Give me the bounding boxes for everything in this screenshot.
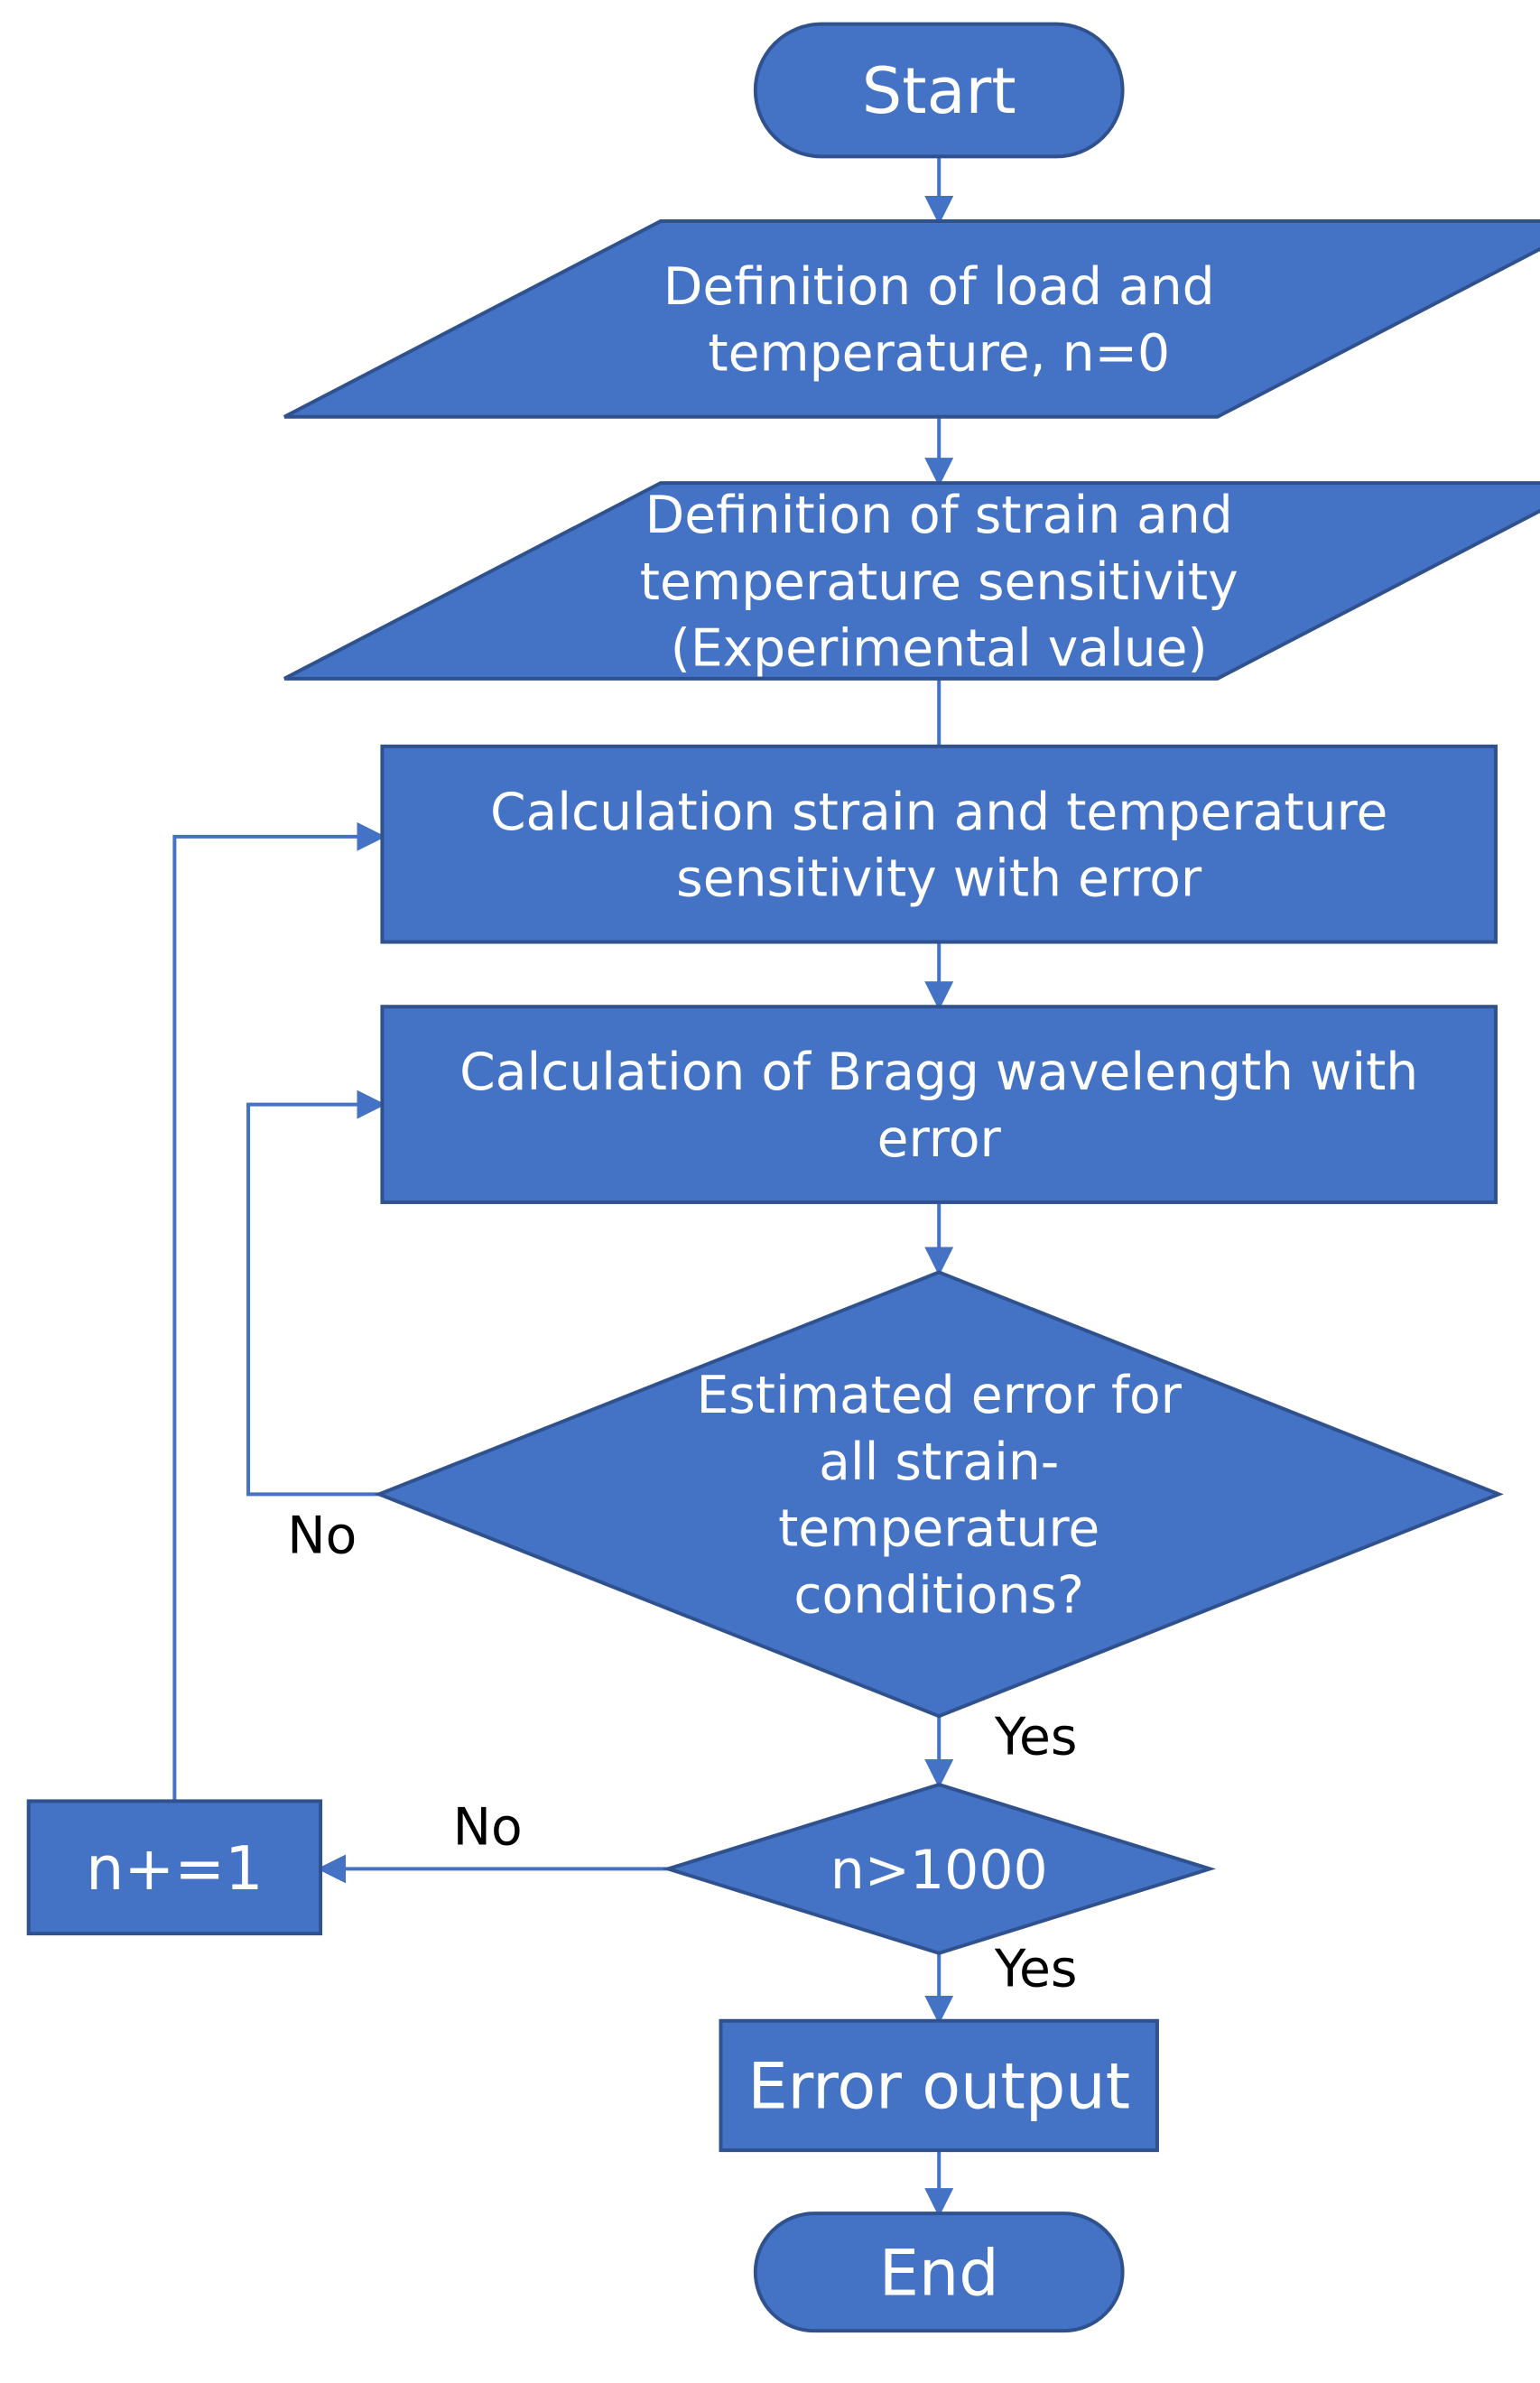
node-increment: n+=1 <box>26 1799 323 1936</box>
node-decision_n-shape <box>662 1782 1217 1955</box>
node-decision_error-label: Estimated error for all strain-temperatur… <box>696 1366 1182 1625</box>
node-error_output-label-line: Error output <box>747 2050 1130 2124</box>
node-error_output: Error output <box>719 2018 1159 2153</box>
node-input_sensitivity-shape <box>283 481 1540 681</box>
node-end-label-line: End <box>879 2236 999 2310</box>
node-calc_bragg-shape <box>380 1005 1498 1204</box>
node-input_load-shape <box>283 219 1540 419</box>
node-decision_error-label-line: all strain- <box>819 1433 1059 1492</box>
node-decision_n-label-line: n>1000 <box>830 1839 1048 1902</box>
node-decision_error-shape <box>374 1270 1504 1719</box>
node-calc_bragg: Calculation of Bragg wavelength with erro… <box>380 1005 1498 1204</box>
node-end-shape <box>753 2211 1125 2333</box>
node-calc_sensitivity-label-line: sensitivity with error <box>676 848 1202 908</box>
node-increment-shape <box>26 1799 323 1936</box>
node-end-label: End <box>879 2236 999 2310</box>
node-error_output-shape <box>719 2018 1159 2153</box>
node-calc_sensitivity-label: Calculation strain and temperature sensit… <box>490 783 1387 909</box>
node-input_sensitivity-label: Definition of strain and temperature sens… <box>640 486 1238 678</box>
edge-label-decision_n-to-increment: No <box>453 1798 523 1858</box>
node-calc_sensitivity-shape <box>380 744 1498 944</box>
node-decision_n-label: n>1000 <box>830 1839 1048 1902</box>
node-input_load: Definition of load and temperature, n=0 <box>283 219 1540 419</box>
edge-label-decision_n-to-error_output: Yes <box>994 1939 1077 1998</box>
node-decision_n: n>1000 <box>662 1782 1217 1955</box>
node-error_output-label: Error output <box>747 2050 1130 2124</box>
node-calc_sensitivity-label-line: Calculation strain and temperature <box>490 783 1387 842</box>
node-input_load-label-line: temperature, n=0 <box>708 324 1170 384</box>
node-calc_bragg-label-line: Calculation of Bragg wavelength with <box>459 1043 1418 1102</box>
node-decision_error: Estimated error for all strain-temperatur… <box>374 1270 1504 1719</box>
node-input_load-label: Definition of load and temperature, n=0 <box>663 257 1215 384</box>
node-start-shape <box>753 22 1125 159</box>
node-end: End <box>753 2211 1125 2333</box>
node-start: Start <box>753 22 1125 159</box>
node-start-label: Start <box>862 54 1016 128</box>
connectors <box>172 156 954 2218</box>
node-calc_sensitivity: Calculation strain and temperature sensit… <box>380 744 1498 944</box>
node-increment-label-line: n+=1 <box>86 1833 263 1904</box>
node-increment-label: n+=1 <box>86 1833 263 1904</box>
node-input_sensitivity: Definition of strain and temperature sens… <box>283 481 1540 681</box>
node-decision_error-label-line: temperature <box>778 1499 1099 1559</box>
edge-decision_error-to-calc_bragg <box>246 1090 386 1497</box>
node-decision_error-label-line: conditions? <box>793 1565 1084 1625</box>
node-input_sensitivity-label-line: temperature sensitivity <box>640 552 1238 612</box>
edge-increment-to-calc_sensitivity <box>172 821 386 1802</box>
node-input_sensitivity-label-line: Definition of strain and <box>645 486 1233 545</box>
node-decision_error-label-line: Estimated error for <box>696 1366 1182 1425</box>
node-input_load-label-line: Definition of load and <box>663 257 1215 317</box>
node-start-label-line: Start <box>862 54 1016 128</box>
node-calc_bragg-label: Calculation of Bragg wavelength with erro… <box>459 1043 1418 1169</box>
edge-label-decision_error-to-decision_n: Yes <box>994 1708 1077 1767</box>
edge-label-decision_error-to-calc_bragg: No <box>287 1506 357 1565</box>
node-input_sensitivity-label-line: (Experimental value) <box>671 619 1208 679</box>
node-calc_bragg-label-line: error <box>877 1109 1002 1169</box>
